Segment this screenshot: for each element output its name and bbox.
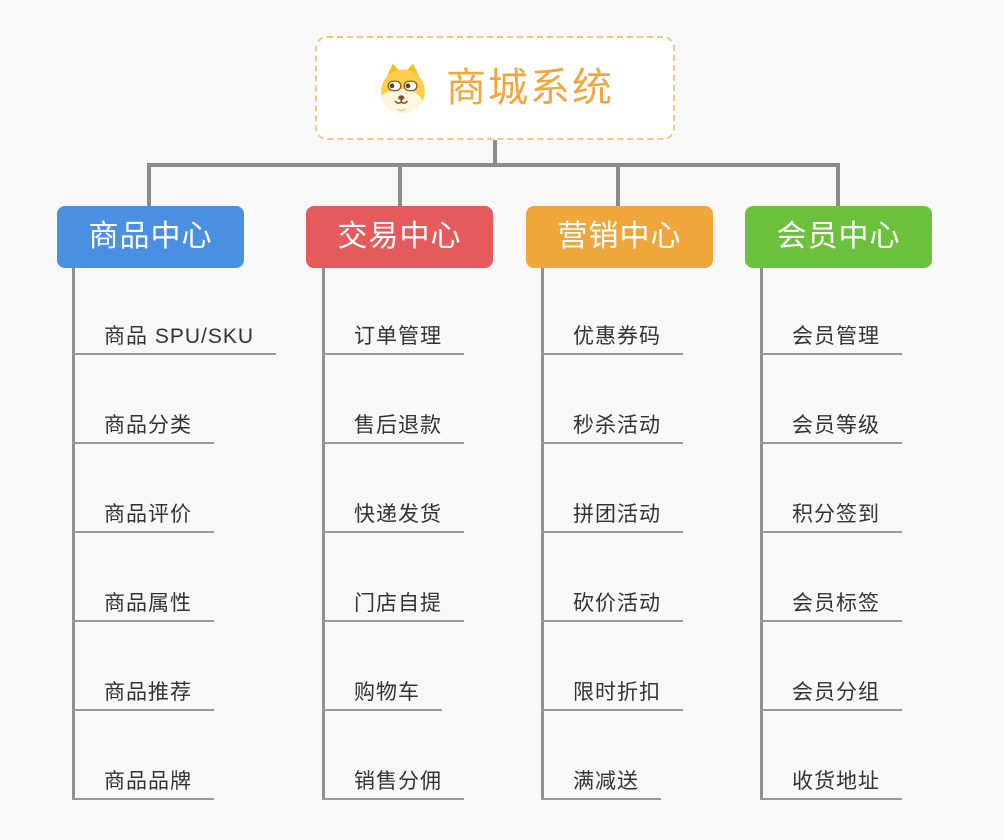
leaf-node[interactable]: 快递发货 — [322, 502, 464, 534]
branch-node-member-center[interactable]: 会员中心 — [745, 206, 932, 268]
root-node[interactable]: 商城系统 — [315, 36, 675, 140]
connector-rail — [147, 163, 840, 167]
connector-drop-trade — [398, 163, 402, 206]
leaf-node[interactable]: 积分签到 — [760, 502, 902, 534]
leaf-node[interactable]: 砍价活动 — [541, 591, 683, 623]
leaf-node[interactable]: 商品推荐 — [72, 680, 214, 712]
leaf-node[interactable]: 优惠券码 — [541, 324, 683, 356]
connector-spine-product — [72, 268, 75, 800]
connector-drop-marketing — [616, 163, 620, 206]
branch-label: 交易中心 — [337, 220, 462, 253]
branch-node-marketing-center[interactable]: 营销中心 — [526, 206, 713, 268]
branch-label: 商品中心 — [88, 220, 213, 253]
leaf-node[interactable]: 会员标签 — [760, 591, 902, 623]
connector-spine-member — [760, 268, 763, 800]
leaf-node[interactable]: 订单管理 — [322, 324, 464, 356]
leaf-node[interactable]: 会员等级 — [760, 413, 902, 445]
connector-drop-product — [147, 163, 151, 206]
connector-spine-trade — [322, 268, 325, 800]
connector-drop-member — [836, 163, 840, 206]
leaf-node[interactable]: 销售分佣 — [322, 769, 464, 801]
leaf-node[interactable]: 会员分组 — [760, 680, 902, 712]
leaf-node[interactable]: 满减送 — [541, 769, 661, 801]
leaf-node[interactable]: 拼团活动 — [541, 502, 683, 534]
leaf-node[interactable]: 购物车 — [322, 680, 442, 712]
leaf-node[interactable]: 门店自提 — [322, 591, 464, 623]
branch-node-product-center[interactable]: 商品中心 — [57, 206, 244, 268]
leaf-node[interactable]: 商品 SPU/SKU — [72, 324, 277, 356]
connector-spine-marketing — [541, 268, 544, 800]
leaf-node[interactable]: 售后退款 — [322, 413, 464, 445]
leaf-node[interactable]: 秒杀活动 — [541, 413, 683, 445]
leaf-node[interactable]: 会员管理 — [760, 324, 902, 356]
leaf-node[interactable]: 收货地址 — [760, 769, 902, 801]
leaf-node[interactable]: 商品分类 — [72, 413, 214, 445]
doge-icon — [381, 63, 425, 114]
branch-node-trade-center[interactable]: 交易中心 — [306, 206, 493, 268]
leaf-node[interactable]: 限时折扣 — [541, 680, 683, 712]
connector-root-stem — [493, 140, 497, 167]
branch-label: 会员中心 — [776, 220, 901, 253]
root-title: 商城系统 — [446, 66, 614, 110]
leaf-node[interactable]: 商品属性 — [72, 591, 214, 623]
leaf-node[interactable]: 商品品牌 — [72, 769, 214, 801]
branch-label: 营销中心 — [557, 220, 682, 253]
leaf-node[interactable]: 商品评价 — [72, 502, 214, 534]
